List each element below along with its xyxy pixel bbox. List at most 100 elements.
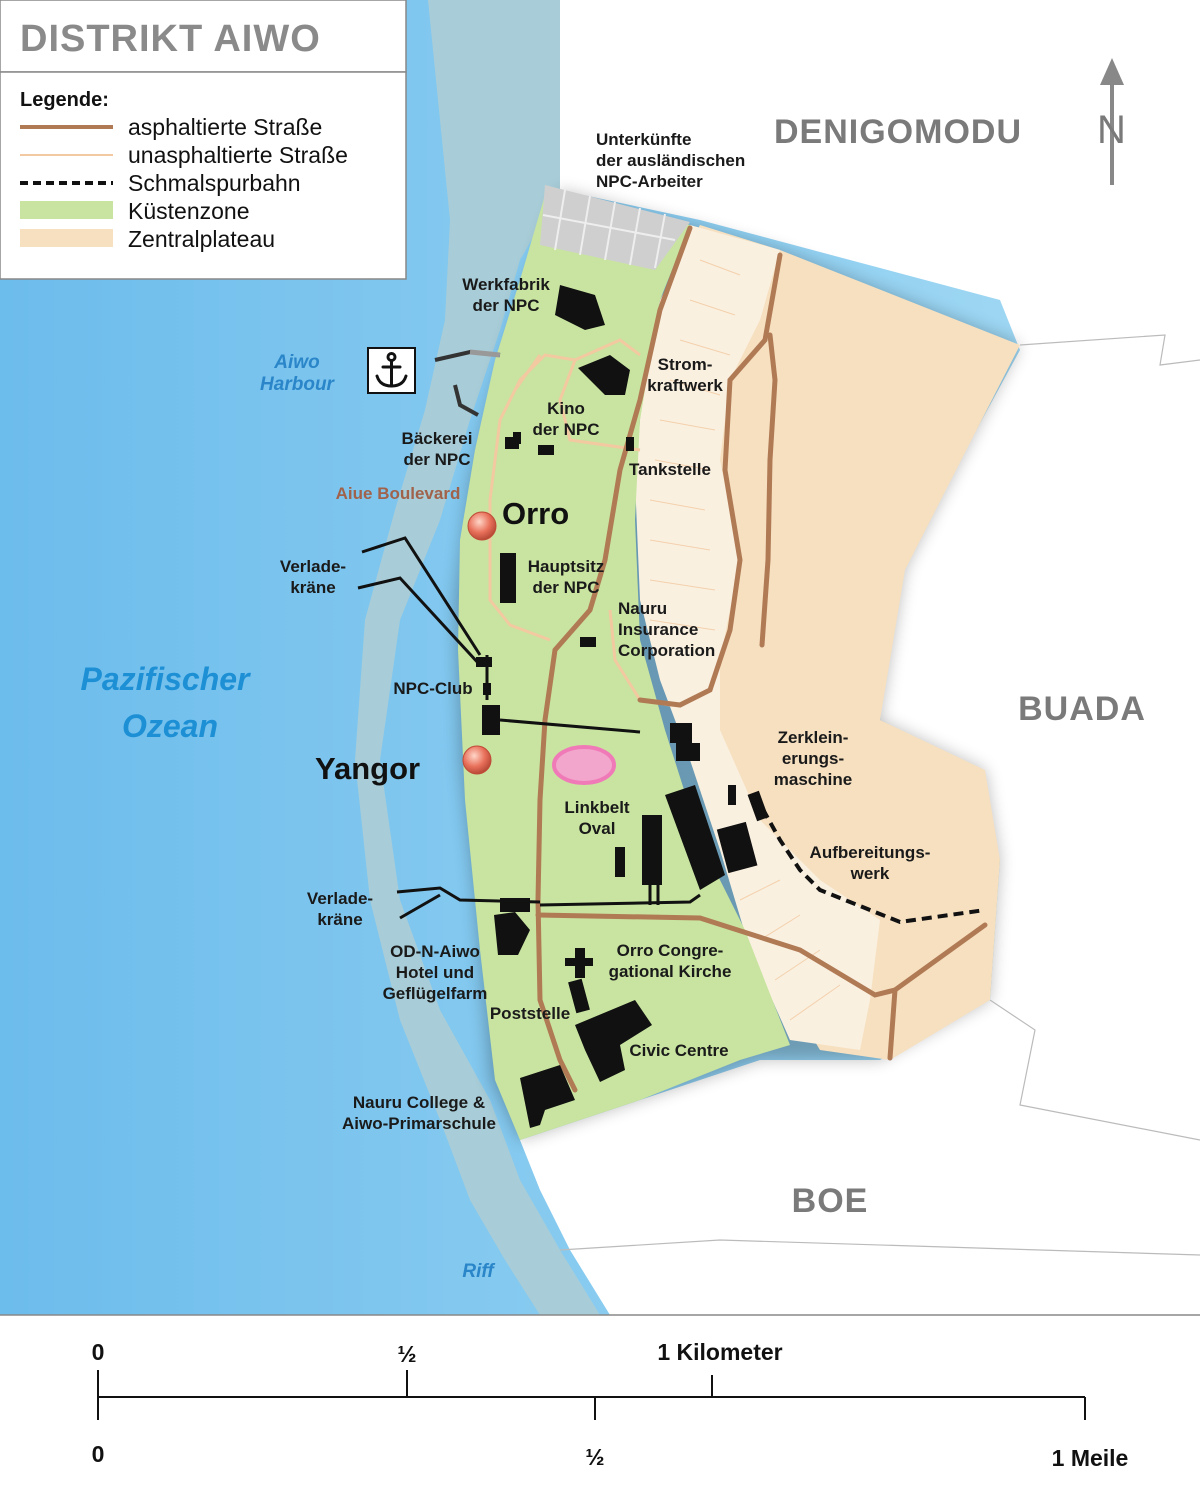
place-label-line: NPC-Club: [393, 679, 472, 698]
place-label-line: Bäckerei: [402, 429, 473, 448]
place-label-kraene1: Verlade-kräne: [280, 557, 346, 597]
place-label-line: der ausländischen: [596, 151, 745, 170]
place-label-kraene2: Verlade-kräne: [307, 889, 373, 929]
district-boe: BOE: [792, 1182, 869, 1220]
place-label-kraftwerk: Strom-kraftwerk: [647, 355, 723, 395]
legend-item: Küstenzone: [20, 198, 249, 224]
town-orro: Orro: [502, 496, 569, 531]
district-buada: BUADA: [1018, 690, 1146, 728]
scale-bar: 0 ½ 1 Kilometer 0 ½ 1 Meile: [0, 1314, 1200, 1490]
place-label-line: Civic Centre: [629, 1041, 728, 1060]
place-label-line: gational Kirche: [609, 962, 732, 981]
place-label-line: maschine: [774, 770, 852, 789]
paved-roads: [535, 225, 988, 1093]
building-kraftwerk: [578, 355, 630, 395]
place-label-line: Verlade-: [307, 889, 373, 908]
place-label-line: Oval: [579, 819, 616, 838]
place-label-line: Corporation: [618, 641, 715, 660]
place-label-line: der NPC: [532, 420, 599, 439]
anchor-icon: [367, 347, 416, 394]
place-label-line: Kino: [547, 399, 585, 418]
place-label-line: der NPC: [403, 450, 470, 469]
district-border: [559, 334, 1200, 1256]
place-label-line: werk: [850, 864, 890, 883]
reef-band: [355, 0, 600, 1315]
place-label-line: der NPC: [532, 578, 599, 597]
place-label-line: NPC-Arbeiter: [596, 172, 703, 191]
scale-km-one: 1 Kilometer: [657, 1339, 782, 1365]
place-label-zerkleinerung: Zerklein-erungs-maschine: [774, 728, 852, 789]
map-title: DISTRIKT AIWO: [20, 18, 321, 60]
place-label-hauptsitz: Hauptsitz der NPC: [528, 557, 605, 597]
building-hauptsitz: [500, 553, 516, 603]
place-label-line: Nauru: [618, 599, 667, 618]
town-marker-orro: [467, 511, 497, 541]
town-marker-yangor: [462, 745, 492, 775]
place-label-line: kräne: [290, 578, 335, 597]
legend-item: asphaltierte Straße: [20, 114, 322, 140]
north-label: N: [1097, 108, 1127, 152]
scale-mi-one: 1 Meile: [1052, 1445, 1129, 1471]
harbour-label-2: Harbour: [260, 374, 336, 395]
place-label-line: Orro Congre-: [617, 941, 724, 960]
place-label-line: Insurance: [618, 620, 698, 639]
legend-swatch: [20, 201, 113, 219]
place-label-aufbereitung: Aufbereitungs-werk: [810, 843, 931, 883]
building-college: [520, 1065, 575, 1128]
place-label-kirche: Orro Congre-gational Kirche: [609, 941, 732, 981]
ocean-label-2: Ozean: [122, 708, 218, 744]
place-label-line: Aiwo-Primarschule: [342, 1114, 496, 1133]
place-label-npc-club: NPC-Club: [393, 679, 472, 698]
place-label-civic: Civic Centre: [629, 1041, 728, 1060]
place-label-line: OD-N-Aiwo: [390, 942, 480, 961]
legend-item: Zentralplateau: [20, 226, 275, 252]
legend-label: Schmalspurbahn: [128, 170, 301, 196]
place-label-line: der NPC: [472, 296, 539, 315]
place-label-line: Geflügelfarm: [383, 984, 488, 1003]
neighbour-land: [520, 0, 1200, 1315]
loading-cranes: [357, 536, 701, 920]
place-label-college: Nauru College & Aiwo-Primarschule: [342, 1093, 496, 1133]
place-label-line: kräne: [317, 910, 362, 929]
place-label-poststelle: Poststelle: [490, 1004, 570, 1023]
place-label-line: Poststelle: [490, 1004, 570, 1023]
legend-item: Schmalspurbahn: [20, 170, 301, 196]
town-yangor: Yangor: [315, 751, 420, 786]
scale-mi-zero: 0: [92, 1441, 105, 1467]
building-hotel: [494, 912, 530, 955]
linkbelt-oval: [552, 745, 616, 785]
road-label-aiue-boulevard: Aiue Boulevard: [336, 484, 461, 503]
legend-label: Zentralplateau: [128, 226, 275, 252]
north-arrow: N: [1097, 58, 1127, 185]
place-label-line: Strom-: [658, 355, 713, 374]
place-label-werkfabrik: Werkfabrik der NPC: [462, 275, 550, 315]
legend-item: unasphaltierte Straße: [20, 142, 348, 168]
legend-heading: Legende:: [20, 89, 109, 111]
place-label-line: Hauptsitz: [528, 557, 605, 576]
place-label-line: Unterkünfte: [596, 130, 691, 149]
legend: DISTRIKT AIWO Legende: asphaltierte Stra…: [0, 0, 407, 280]
place-label-line: Werkfabrik: [462, 275, 550, 294]
district-denigomodu: DENIGOMODU: [774, 113, 1022, 151]
scale-km-zero: 0: [92, 1339, 105, 1365]
building-civic-centre: [575, 1000, 652, 1082]
legend-label: Küstenzone: [128, 198, 249, 224]
place-label-line: Aufbereitungs-: [810, 843, 931, 862]
place-label-line: kraftwerk: [647, 376, 723, 395]
building-npc-club: [482, 705, 500, 735]
harbour-label-1: Aiwo: [273, 352, 319, 373]
place-label-baeckerei: Bäckerei der NPC: [402, 429, 473, 469]
scale-km-half: ½: [397, 1341, 416, 1367]
ocean-label-1: Pazifischer: [81, 661, 252, 697]
place-label-line: Nauru College &: [353, 1093, 485, 1112]
scale-mi-half: ½: [585, 1444, 604, 1470]
place-label-line: Zerklein-: [778, 728, 849, 747]
building-crusher: [665, 785, 725, 890]
place-label-line: Tankstelle: [629, 460, 711, 479]
